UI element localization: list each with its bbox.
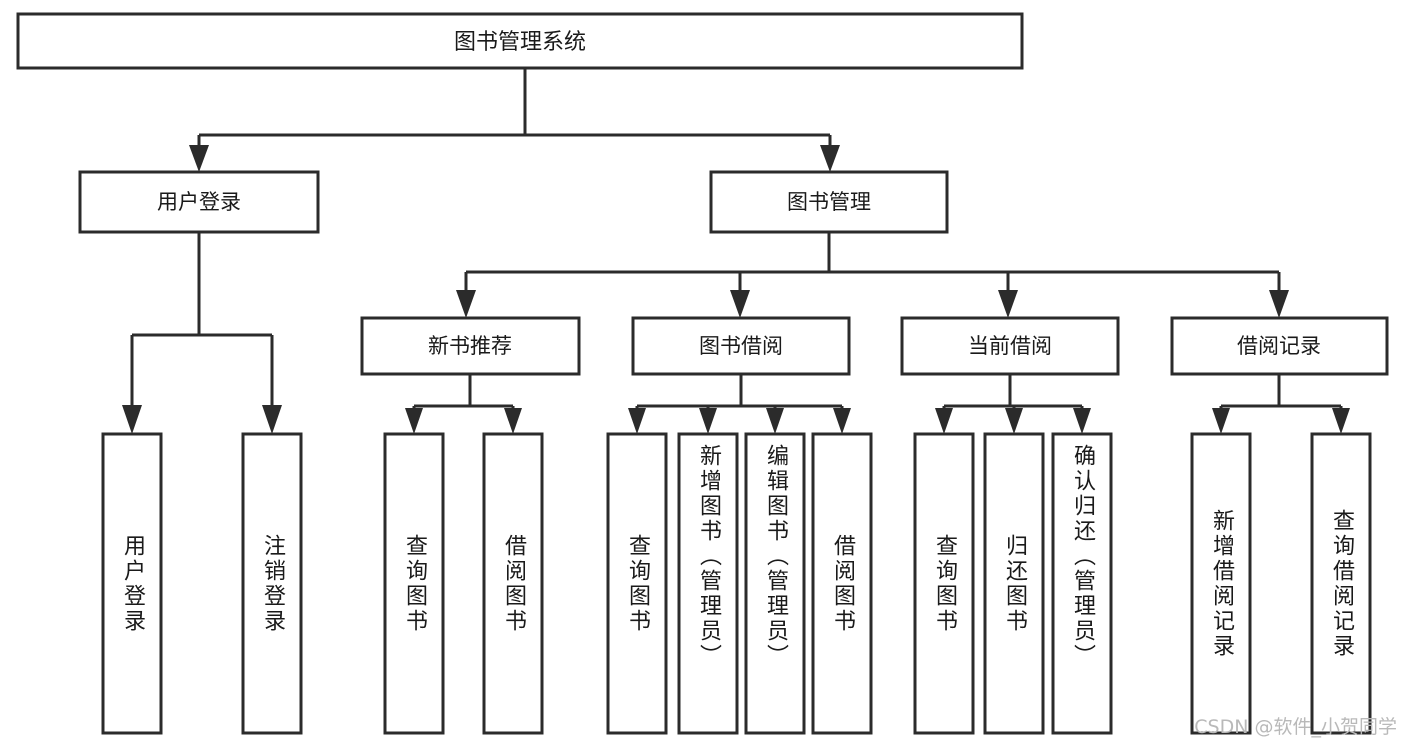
node-box-leaf-logout[interactable] bbox=[241, 432, 303, 735]
node-label-book-borrow: 图书借阅 bbox=[699, 334, 783, 358]
arrow-head-leaf-borrow-book-2 bbox=[833, 408, 851, 434]
arrow-head-leaf-return-book bbox=[1005, 408, 1023, 434]
arrow-head-leaf-add-book bbox=[699, 408, 717, 434]
node-box-leaf-return-book[interactable] bbox=[983, 432, 1045, 735]
arrow-head-leaf-add-record bbox=[1212, 408, 1230, 434]
node-box-leaf-query-record[interactable] bbox=[1310, 432, 1372, 735]
node-label-current-borrow: 当前借阅 bbox=[968, 334, 1052, 358]
node-box-leaf-query-book-1[interactable] bbox=[383, 432, 445, 735]
node-box-leaf-query-book-3[interactable] bbox=[913, 432, 975, 735]
node-box-new-book-recommend[interactable] bbox=[360, 316, 581, 376]
node-label-borrow-record: 借阅记录 bbox=[1237, 334, 1321, 358]
node-box-leaf-confirm-return[interactable] bbox=[1051, 432, 1113, 735]
node-box-leaf-add-record[interactable] bbox=[1190, 432, 1252, 735]
arrow-head-leaf-user-login bbox=[122, 405, 142, 434]
arrow-head-leaf-query-book-2 bbox=[628, 408, 646, 434]
node-box-root[interactable] bbox=[16, 12, 1024, 70]
arrow-head-current-borrow bbox=[998, 290, 1018, 318]
arrow-head-leaf-query-book-3 bbox=[935, 408, 953, 434]
node-box-leaf-borrow-book-1[interactable] bbox=[482, 432, 544, 735]
connector-group-root-to-level2 bbox=[189, 68, 840, 172]
connector-group-new-book-recommend-to-leaves bbox=[405, 374, 522, 434]
connector-group-borrow-record-to-leaves bbox=[1212, 374, 1350, 434]
arrow-head-book-manage bbox=[820, 145, 840, 172]
arrow-head-leaf-edit-book bbox=[766, 408, 784, 434]
connector-group-book-borrow-to-leaves bbox=[628, 374, 851, 434]
arrow-head-leaf-confirm-return bbox=[1073, 408, 1091, 434]
node-label-new-book-recommend: 新书推荐 bbox=[428, 334, 512, 358]
node-box-book-manage[interactable] bbox=[709, 170, 949, 234]
arrow-head-leaf-logout bbox=[262, 405, 282, 434]
node-box-leaf-edit-book[interactable] bbox=[744, 432, 806, 735]
arrow-head-leaf-borrow-book-1 bbox=[504, 408, 522, 434]
connector-group-user-login-to-leaves bbox=[122, 232, 282, 434]
node-label-root: 图书管理系统 bbox=[454, 30, 586, 55]
arrow-head-user-login bbox=[189, 145, 209, 172]
node-box-leaf-user-login[interactable] bbox=[101, 432, 163, 735]
connector-group-book-manage-to-level3 bbox=[456, 232, 1289, 318]
connector-group-current-borrow-to-leaves bbox=[935, 374, 1091, 434]
node-box-leaf-borrow-book-2[interactable] bbox=[811, 432, 873, 735]
node-box-user-login[interactable] bbox=[78, 170, 320, 234]
node-label-book-manage: 图书管理 bbox=[787, 190, 871, 214]
arrow-head-leaf-query-record bbox=[1332, 408, 1350, 434]
watermark-label: CSDN @软件_小贺同学 bbox=[1194, 716, 1397, 738]
arrow-head-borrow-record bbox=[1269, 290, 1289, 318]
node-label-user-login: 用户登录 bbox=[157, 190, 241, 214]
node-box-book-borrow[interactable] bbox=[631, 316, 851, 376]
node-box-leaf-query-book-2[interactable] bbox=[606, 432, 668, 735]
arrow-head-book-borrow bbox=[730, 290, 750, 318]
node-box-borrow-record[interactable] bbox=[1170, 316, 1389, 376]
arrow-head-leaf-query-book-1 bbox=[405, 408, 423, 434]
arrow-head-new-book-recommend bbox=[456, 290, 476, 318]
node-box-current-borrow[interactable] bbox=[900, 316, 1120, 376]
node-box-leaf-add-book[interactable] bbox=[677, 432, 739, 735]
